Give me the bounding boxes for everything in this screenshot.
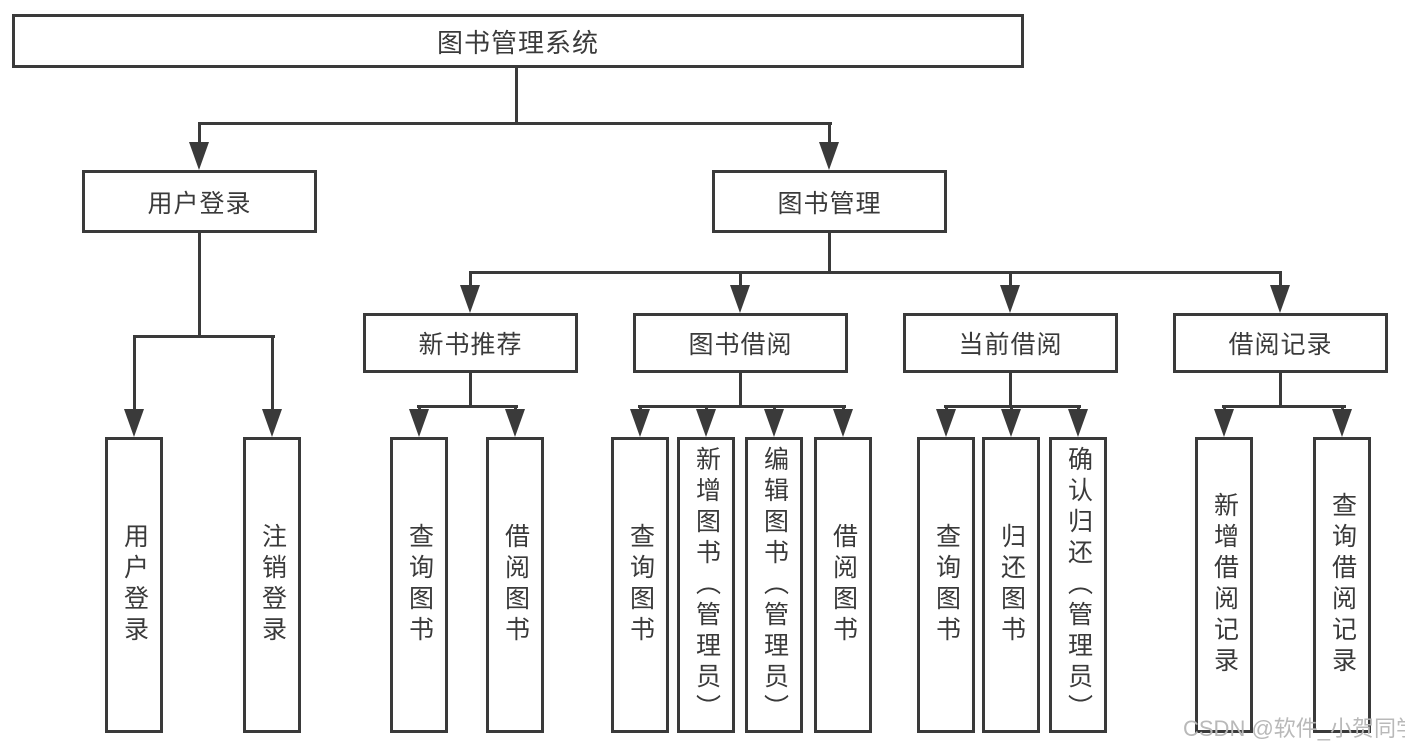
node-book-management: 图书管理	[712, 170, 947, 233]
leaf-search-books-borrowing: 查询图书	[611, 437, 669, 733]
node-label: 图书管理系统	[436, 27, 599, 58]
node-label: 查询图书	[626, 523, 655, 647]
node-label: 归还图书	[997, 523, 1026, 647]
connector-line	[133, 335, 136, 413]
arrowhead-down-icon	[1214, 409, 1234, 437]
node-label: 新书推荐	[418, 331, 523, 359]
node-label: 查询借阅记录	[1328, 492, 1357, 678]
node-new-book-recommendation: 新书推荐	[363, 313, 578, 373]
arrowhead-down-icon	[262, 409, 282, 437]
node-library-management-system: 图书管理系统	[12, 14, 1024, 68]
node-label: 借阅图书	[501, 523, 530, 647]
csdn-watermark: CSDN @软件_小贺同学	[1183, 716, 1405, 741]
node-label: 借阅记录	[1228, 331, 1333, 359]
node-label: 用户登录	[120, 523, 149, 647]
arrowhead-down-icon	[764, 409, 784, 437]
arrowhead-down-icon	[460, 285, 480, 313]
connector-line	[198, 233, 201, 337]
connector-line	[515, 68, 518, 124]
arrowhead-down-icon	[833, 409, 853, 437]
connector-line	[271, 335, 274, 413]
leaf-confirm-return-admin: 确认归还（管理员）	[1049, 437, 1107, 733]
connector-line	[417, 405, 518, 408]
connector-line	[198, 122, 832, 125]
arrowhead-down-icon	[1000, 285, 1020, 313]
connector-line	[828, 233, 831, 274]
node-label: 借阅图书	[829, 523, 858, 647]
leaf-borrow-books: 借阅图书	[814, 437, 872, 733]
leaf-add-books-admin: 新增图书（管理员）	[677, 437, 735, 733]
connector-line	[739, 373, 742, 407]
node-label: 新增图书（管理员）	[692, 445, 721, 725]
arrowhead-down-icon	[730, 285, 750, 313]
node-book-borrowing: 图书借阅	[633, 313, 848, 373]
connector-line	[1009, 373, 1012, 407]
leaf-search-borrow-record: 查询借阅记录	[1313, 437, 1371, 733]
arrowhead-down-icon	[124, 409, 144, 437]
connector-line	[1222, 405, 1346, 408]
node-label: 查询图书	[932, 523, 961, 647]
connector-line	[828, 122, 831, 148]
node-label: 查询图书	[405, 523, 434, 647]
arrowhead-down-icon	[630, 409, 650, 437]
arrowhead-down-icon	[1001, 409, 1021, 437]
connector-line	[469, 373, 472, 407]
arrowhead-down-icon	[1270, 285, 1290, 313]
leaf-search-books-recommend: 查询图书	[390, 437, 448, 733]
leaf-edit-books-admin: 编辑图书（管理员）	[745, 437, 803, 733]
node-label: 确认归还（管理员）	[1064, 445, 1093, 725]
connector-line	[638, 405, 846, 408]
connector-line	[1279, 373, 1282, 407]
node-label: 当前借阅	[958, 331, 1063, 359]
node-borrowing-records: 借阅记录	[1173, 313, 1388, 373]
arrowhead-down-icon	[936, 409, 956, 437]
arrowhead-down-icon	[409, 409, 429, 437]
node-label: 图书管理	[777, 189, 882, 218]
leaf-logout: 注销登录	[243, 437, 301, 733]
node-current-borrowing: 当前借阅	[903, 313, 1118, 373]
connector-line	[469, 271, 472, 289]
connector-line	[133, 335, 275, 338]
connector-line	[739, 271, 742, 289]
connector-line	[469, 271, 1282, 274]
leaf-search-books-current: 查询图书	[917, 437, 975, 733]
node-label: 注销登录	[258, 523, 287, 647]
node-user-login: 用户登录	[82, 170, 317, 233]
node-label: 图书借阅	[688, 331, 793, 359]
arrowhead-down-icon	[819, 142, 839, 170]
arrowhead-down-icon	[189, 142, 209, 170]
leaf-add-borrow-record: 新增借阅记录	[1195, 437, 1253, 733]
connector-line	[198, 122, 201, 148]
leaf-borrow-books-recommend: 借阅图书	[486, 437, 544, 733]
leaf-user-login: 用户登录	[105, 437, 163, 733]
connector-line	[1009, 271, 1012, 289]
node-label: 新增借阅记录	[1210, 492, 1239, 678]
arrowhead-down-icon	[1068, 409, 1088, 437]
arrowhead-down-icon	[505, 409, 525, 437]
node-label: 编辑图书（管理员）	[760, 445, 789, 725]
connector-line	[1279, 271, 1282, 289]
node-label: 用户登录	[147, 189, 252, 218]
arrowhead-down-icon	[696, 409, 716, 437]
arrowhead-down-icon	[1332, 409, 1352, 437]
leaf-return-books: 归还图书	[982, 437, 1040, 733]
